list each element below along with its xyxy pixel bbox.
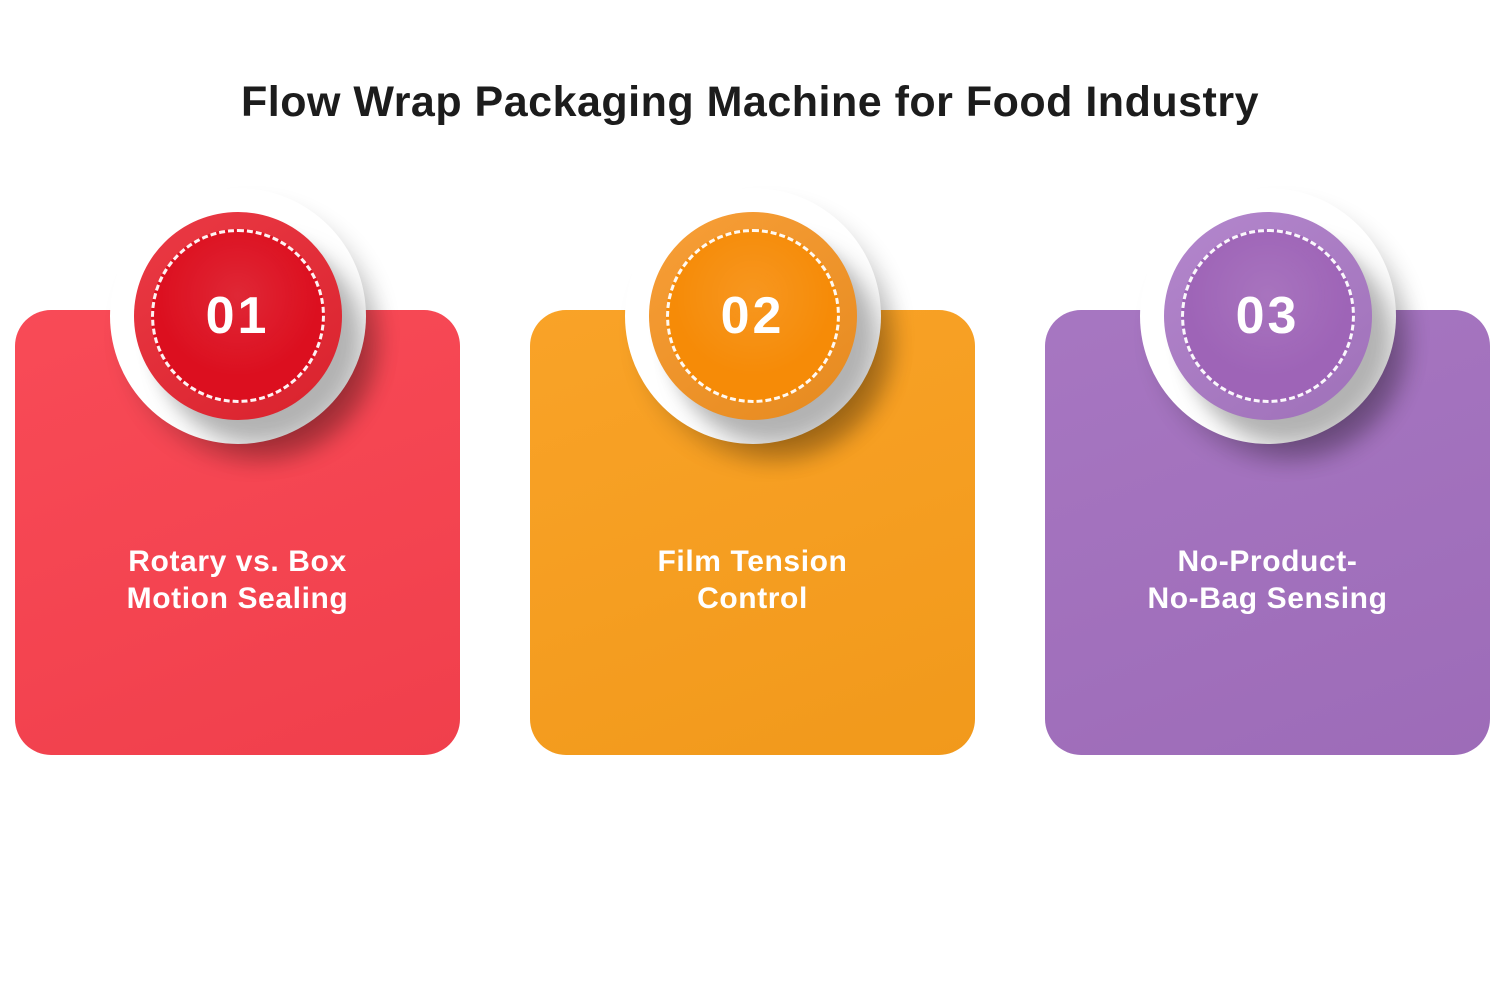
step-number: 01	[205, 287, 270, 345]
feature-card-1: 01 Rotary vs. Box Motion Sealing	[15, 188, 460, 755]
step-badge-3: 03	[1163, 212, 1372, 420]
step-number: 03	[1235, 287, 1300, 345]
card-title: Film Tension Control	[657, 545, 848, 615]
feature-card-3: 03 No-Product- No-Bag Sensing	[1045, 188, 1490, 755]
page-title: Flow Wrap Packaging Machine for Food Ind…	[241, 78, 1259, 126]
feature-card-2: 02 Film Tension Control	[530, 188, 975, 755]
card-title: No-Product- No-Bag Sensing	[1147, 545, 1388, 615]
card-title: Rotary vs. Box Motion Sealing	[126, 545, 349, 615]
step-badge-2: 02	[648, 212, 857, 420]
step-number: 02	[720, 287, 785, 345]
step-number-circle: 01	[150, 229, 325, 403]
step-number-circle: 02	[665, 229, 840, 403]
step-badge-1: 01	[133, 212, 342, 420]
step-number-circle: 03	[1180, 229, 1355, 403]
